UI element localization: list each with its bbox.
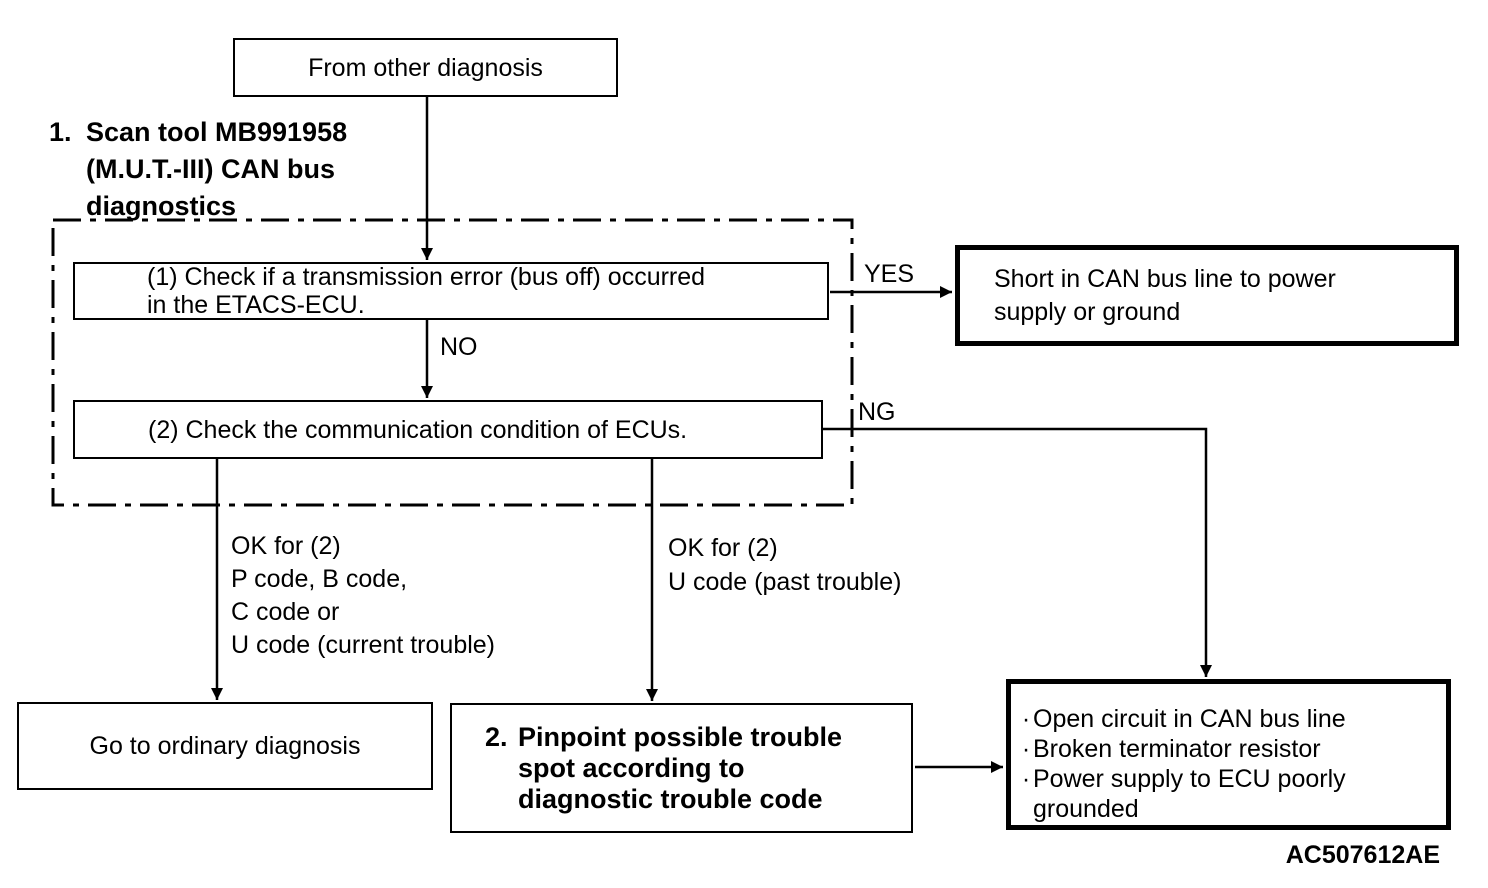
edge-label-line: P code, B code,	[231, 565, 408, 593]
edge-label-yes: YES	[864, 260, 915, 288]
node-check1-line: in the ETACS-ECU.	[147, 291, 365, 319]
cause-text: Power supply to ECU poorly grounded	[1033, 764, 1346, 823]
node-from-other-diagnosis-label: From other diagnosis	[308, 53, 543, 82]
node-possible-causes: · Open circuit in CAN bus line · Broken …	[1006, 679, 1451, 830]
cause-item: · Open circuit in CAN bus line	[1019, 704, 1446, 734]
node-check2-label: (2) Check the communication condition of…	[148, 415, 688, 444]
node-short-in-can-bus: Short in CAN bus line to power supply or…	[955, 245, 1459, 346]
node-pinpoint-line: Pinpoint possible trouble	[518, 721, 842, 752]
edge-label-ok-past-trouble: OK for (2) U code (past trouble)	[668, 531, 901, 599]
figure-code: AC507612AE	[1285, 841, 1440, 869]
cause-item: · Power supply to ECU poorly grounded	[1019, 764, 1446, 824]
edge-label-line: OK for (2)	[668, 534, 778, 562]
node-pinpoint-lines: Pinpoint possible trouble spot according…	[518, 722, 842, 815]
bullet-icon: ·	[1021, 734, 1031, 763]
node-go-to-ordinary-diagnosis: Go to ordinary diagnosis	[17, 702, 433, 790]
edge-label-ok-current-trouble: OK for (2) P code, B code, C code or U c…	[231, 530, 495, 662]
arrow-ng-check2-to-causes	[823, 427, 1212, 677]
node-check1-line: (1) Check if a transmission error (bus o…	[147, 263, 706, 291]
cause-item: · Broken terminator resistor	[1019, 734, 1446, 764]
node-check-transmission-error: (1) Check if a transmission error (bus o…	[73, 262, 829, 320]
node-go-ordinary-label: Go to ordinary diagnosis	[89, 732, 361, 760]
section-label-lines: Scan tool MB991958 (M.U.T.-III) CAN bus …	[86, 114, 347, 225]
node-pinpoint-line: spot according to	[518, 752, 745, 783]
node-pinpoint-line: diagnostic trouble code	[518, 783, 823, 814]
section-label-line: (M.U.T.-III) CAN bus	[86, 154, 335, 184]
section-label-line: diagnostics	[86, 191, 237, 221]
cause-text: Broken terminator resistor	[1033, 734, 1321, 763]
section-label-line: Scan tool MB991958	[86, 117, 348, 147]
section-label-scan-tool: 1. Scan tool MB991958 (M.U.T.-III) CAN b…	[49, 114, 347, 225]
section-number: 2.	[485, 721, 508, 752]
edge-label-line: OK for (2)	[231, 532, 341, 560]
node-pinpoint-trouble-spot: 2. Pinpoint possible trouble spot accord…	[450, 703, 913, 833]
node-check-communication-condition: (2) Check the communication condition of…	[73, 400, 823, 459]
section-number: 1.	[49, 117, 72, 147]
bullet-icon: ·	[1021, 764, 1031, 793]
diagnostics-boundary-box	[51, 218, 854, 507]
edge-label-no: NO	[440, 333, 478, 361]
node-short-line: Short in CAN bus line to power	[994, 264, 1336, 293]
edge-label-line: C code or	[231, 598, 340, 626]
node-short-line: supply or ground	[994, 297, 1181, 326]
cause-text: Open circuit in CAN bus line	[1033, 704, 1346, 733]
edge-label-line: U code (past trouble)	[668, 568, 902, 596]
edge-label-ng: NG	[858, 398, 896, 426]
node-from-other-diagnosis: From other diagnosis	[233, 38, 618, 97]
bullet-icon: ·	[1021, 704, 1031, 733]
edge-label-line: U code (current trouble)	[231, 631, 496, 659]
